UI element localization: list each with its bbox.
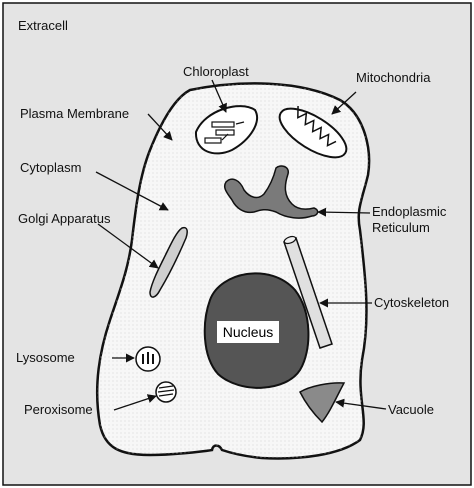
cytoskeleton	[283, 235, 333, 349]
vacuole	[299, 382, 346, 424]
golgi-label: Golgi Apparatus	[18, 211, 111, 226]
endoplasmic-reticulum	[223, 165, 319, 219]
chloroplast-label: Chloroplast	[183, 64, 249, 79]
er-label-line2: Reticulum	[372, 220, 430, 235]
nucleus-label: Nucleus	[223, 324, 274, 340]
extracell-label: Extracell	[18, 18, 68, 33]
vacuole-leader	[335, 398, 387, 410]
chloroplast	[194, 105, 258, 155]
golgi-leader	[97, 223, 159, 269]
cytoskeleton-label: Cytoskeleton	[374, 295, 449, 310]
mitochondria-label: Mitochondria	[356, 70, 431, 85]
cytoplasm-leader	[95, 171, 169, 211]
vacuole-label: Vacuole	[388, 402, 434, 417]
mitochondria	[278, 105, 348, 159]
plasma-membrane-label: Plasma Membrane	[20, 106, 129, 121]
er-leader	[317, 207, 371, 217]
peroxisome	[155, 381, 177, 403]
mitochondria-leader	[331, 91, 357, 115]
peroxisome-leader	[113, 394, 157, 411]
cytoplasm-label: Cytoplasm	[20, 160, 81, 175]
peroxisome-label: Peroxisome	[24, 402, 93, 417]
plasma-membrane-leader	[147, 113, 173, 141]
er-label-line1: Endoplasmic	[372, 204, 447, 219]
chloroplast-leader	[211, 79, 227, 113]
lysosome-label: Lysosome	[16, 350, 75, 365]
leader-lines	[95, 79, 387, 411]
nucleus-label-box	[217, 321, 279, 343]
lysosome	[135, 346, 161, 372]
golgi-apparatus	[149, 226, 188, 298]
